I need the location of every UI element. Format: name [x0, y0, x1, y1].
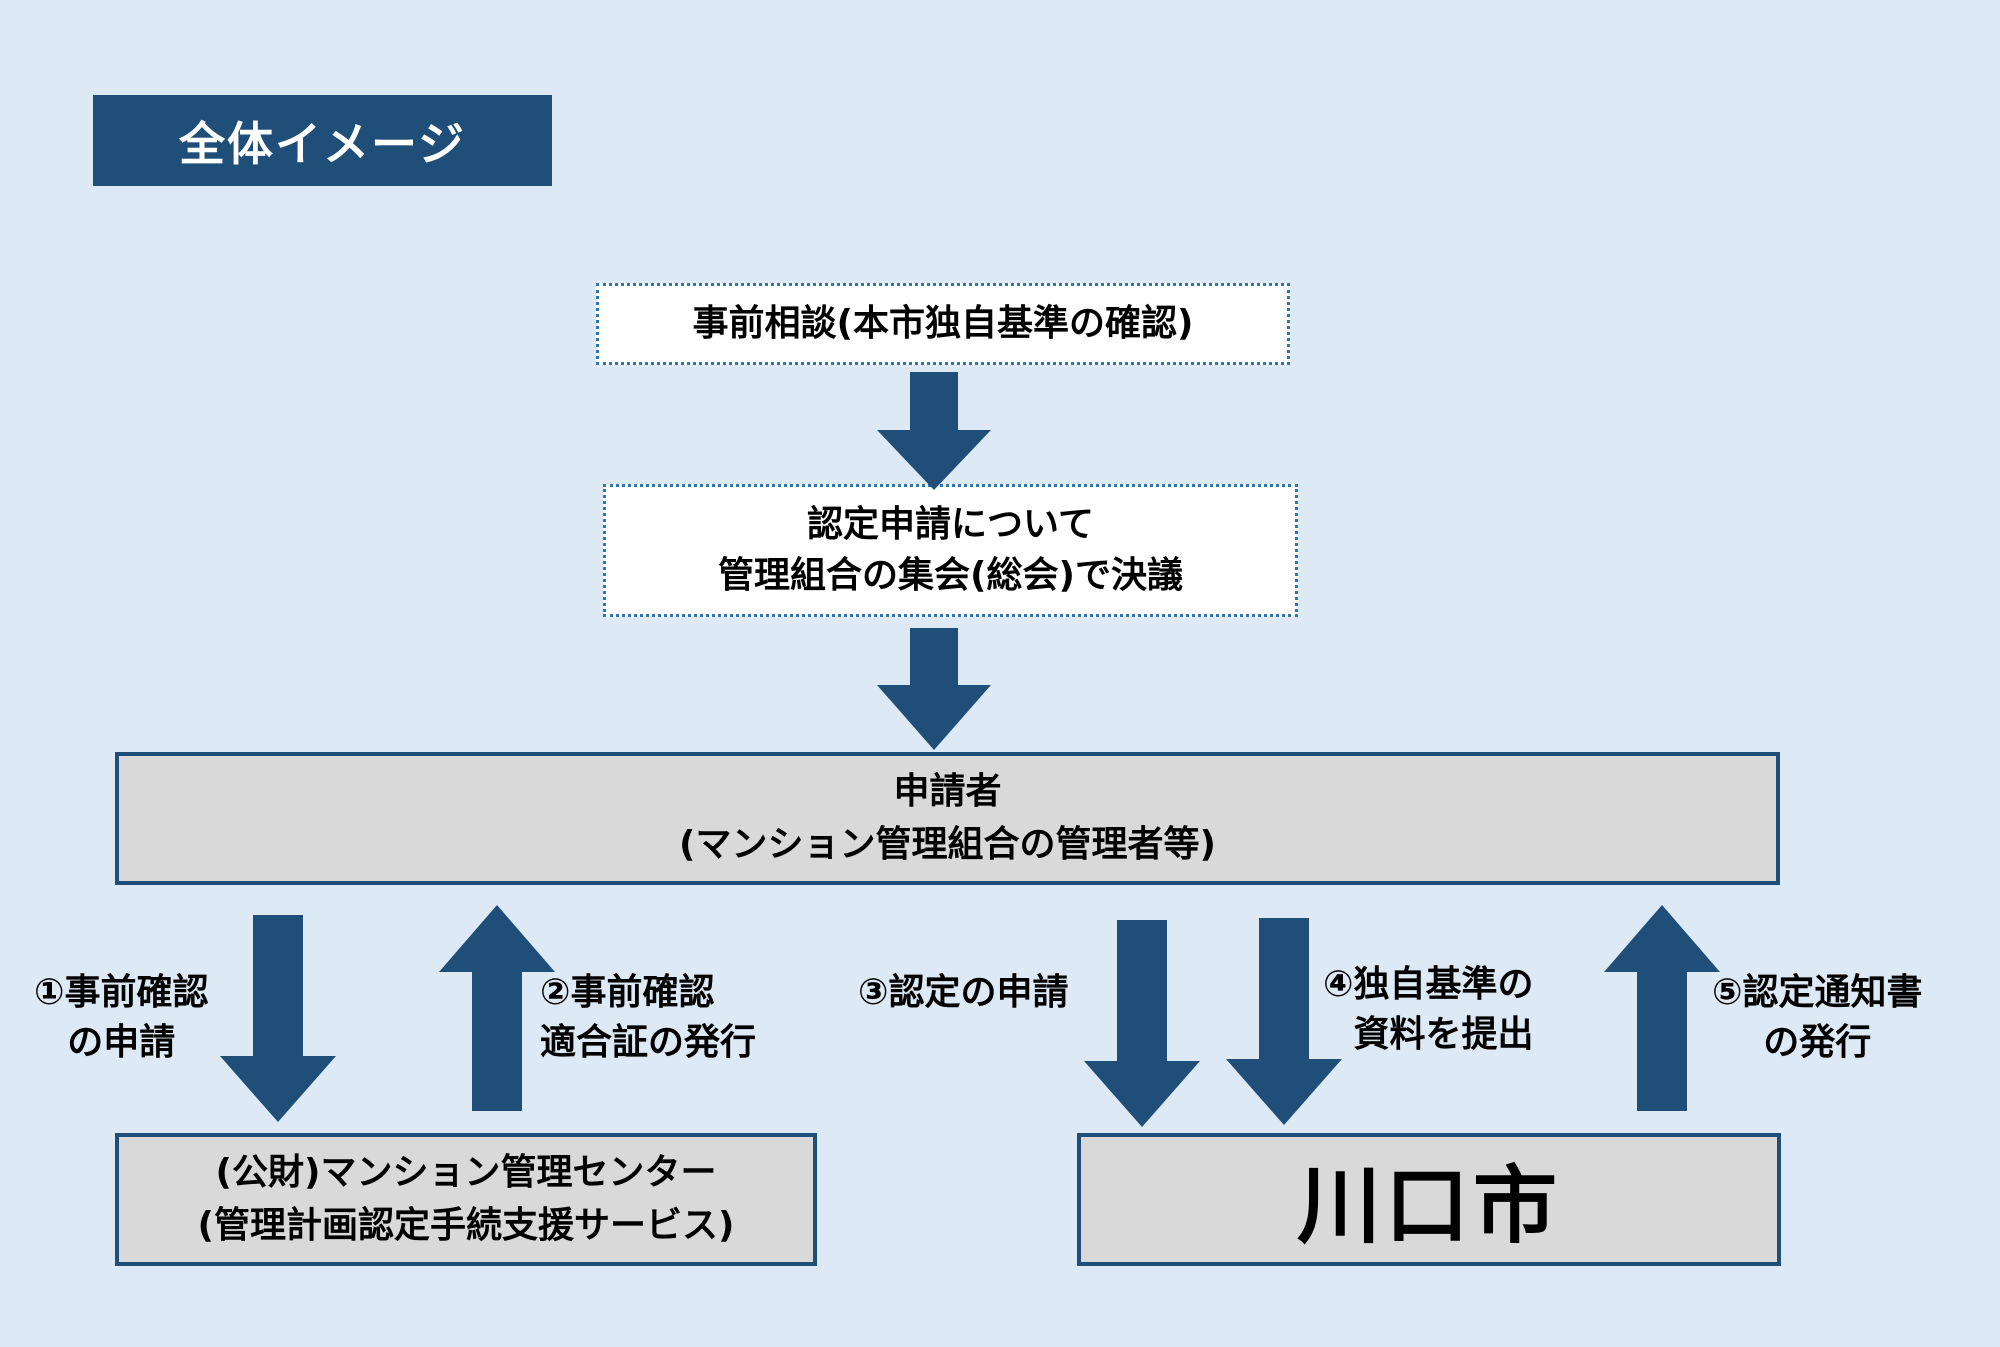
management-center-subtitle: (管理計画認定手続支援サービス)	[197, 1204, 735, 1246]
flow-label-2-line1: ②事前確認	[540, 972, 715, 1013]
flow-label-3-text: ③認定の申請	[858, 972, 1069, 1013]
resolution-text-line1: 認定申請について	[807, 504, 1094, 546]
arrow-down-local-standard-documents	[1226, 918, 1342, 1125]
flow-label-1: ①事前確認 の申請	[34, 968, 208, 1069]
management-center-title: (公財)マンション管理センター	[215, 1152, 717, 1194]
management-center-box: (公財)マンション管理センター (管理計画認定手続支援サービス)	[115, 1133, 817, 1266]
applicant-subtitle: (マンション管理組合の管理者等)	[679, 823, 1216, 865]
applicant-box: 申請者 (マンション管理組合の管理者等)	[115, 752, 1780, 885]
prior-consultation-text: 事前相談(本市独自基準の確認)	[692, 302, 1194, 344]
flow-label-5: ⑤認定通知書 の発行	[1712, 968, 1922, 1069]
arrow-resolution-to-applicant	[877, 628, 991, 750]
flow-label-5-line2: の発行	[1763, 1022, 1872, 1064]
flow-label-4-line1: ④独自基準の	[1323, 964, 1534, 1005]
flow-label-2-line2: 適合証の発行	[540, 1022, 757, 1064]
prior-consultation-box: 事前相談(本市独自基準の確認)	[596, 283, 1290, 365]
city-name: 川口市	[1296, 1157, 1561, 1255]
arrow-down-certification-application	[1084, 920, 1200, 1127]
flow-label-1-line2: の申請	[67, 1022, 176, 1064]
flow-label-4-line2: 資料を提出	[1353, 1014, 1534, 1056]
arrow-up-certification-notice	[1604, 905, 1720, 1111]
flow-label-3: ③認定の申請	[858, 968, 1068, 1018]
applicant-title: 申請者	[893, 771, 1002, 813]
arrow-consult-to-resolution	[877, 372, 991, 490]
flow-label-1-line1: ①事前確認	[34, 972, 209, 1013]
flow-label-5-line1: ⑤認定通知書	[1712, 972, 1923, 1013]
resolution-box: 認定申請について 管理組合の集会(総会)で決議	[603, 484, 1298, 617]
flow-label-2: ②事前確認 適合証の発行	[540, 968, 756, 1069]
city-box: 川口市	[1077, 1133, 1781, 1266]
arrow-up-prior-check-certificate	[439, 905, 555, 1111]
flow-label-4: ④独自基準の 資料を提出	[1323, 960, 1533, 1061]
page-title: 全体イメージ	[93, 95, 552, 186]
resolution-text-line2: 管理組合の集会(総会)で決議	[718, 554, 1183, 596]
arrow-down-prior-check-application	[220, 915, 336, 1122]
